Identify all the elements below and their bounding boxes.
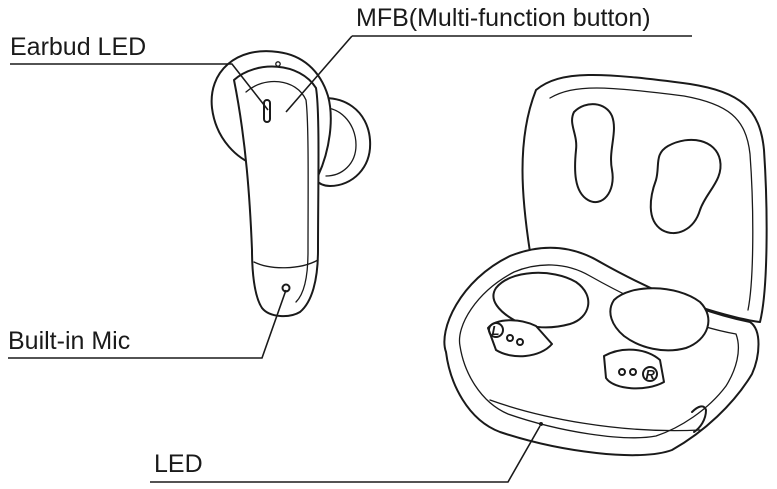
leader-case-led bbox=[150, 426, 540, 482]
charging-case-illustration: L R bbox=[444, 75, 766, 455]
earbud-illustration bbox=[212, 51, 371, 316]
label-mfb: MFB(Multi-function button) bbox=[356, 6, 651, 31]
case-tag-left: L bbox=[492, 323, 500, 338]
label-built-in-mic: Built-in Mic bbox=[8, 329, 130, 354]
label-earbud-led: Earbud LED bbox=[10, 35, 146, 60]
case-tag-right: R bbox=[646, 367, 656, 382]
label-case-led: LED bbox=[154, 452, 203, 477]
case-led-dot bbox=[539, 422, 543, 426]
case-lid-cavity-left bbox=[572, 104, 614, 202]
